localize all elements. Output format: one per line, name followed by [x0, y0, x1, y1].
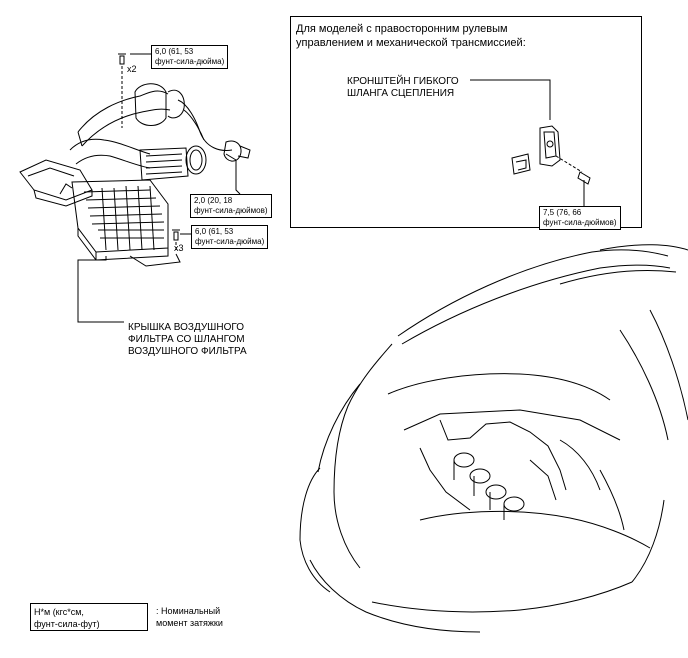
torque-label-4: 7,5 (76, 66 фунт-сила-дюймов) — [539, 206, 621, 230]
legend-unit-box: Н*м (кгс*см, фунт-сила-фут) — [30, 603, 148, 631]
inset-title-line1: Для моделей с правосторонним рулевым — [296, 23, 508, 35]
inset-bracket-art — [470, 79, 591, 206]
torque-label-3: 6,0 (61, 53 фунт-сила-дюйма) — [191, 225, 269, 249]
legend-desc-line1: : Номинальный — [156, 606, 221, 616]
legend-unit-line2: фунт-сила-фут) — [34, 619, 100, 629]
multiplier-x2: x2 — [127, 64, 137, 74]
bracket-callout-line1: КРОНШТЕЙН ГИБКОГО — [347, 76, 459, 87]
air-filter-callout-line1: КРЫШКА ВОЗДУШНОГО — [128, 322, 244, 333]
torque-1-line2: фунт-сила-дюйма) — [155, 57, 225, 66]
torque-3-line1: 6,0 (61, 53 — [195, 227, 234, 236]
inset-title: Для моделей с правосторонним рулевым упр… — [296, 22, 526, 50]
air-filter-callout-line3: ВОЗДУШНОГО ФИЛЬТРА — [128, 346, 247, 357]
torque-label-2: 2,0 (20, 18 фунт-сила-дюймов) — [190, 194, 272, 218]
torque-4-line1: 7,5 (76, 66 — [543, 208, 582, 217]
torque-2-line1: 2,0 (20, 18 — [194, 196, 233, 205]
torque-4-line2: фунт-сила-дюймов) — [543, 218, 617, 227]
bracket-callout: КРОНШТЕЙН ГИБКОГО ШЛАНГА СЦЕПЛЕНИЯ — [347, 76, 459, 100]
torque-1-line1: 6,0 (61, 53 — [155, 47, 194, 56]
torque-2-line2: фунт-сила-дюймов) — [194, 206, 268, 215]
air-filter-callout-line2: ФИЛЬТРА СО ШЛАНГОМ — [128, 334, 245, 345]
torque-label-1: 6,0 (61, 53 фунт-сила-дюйма) — [151, 45, 229, 69]
inset-frame — [290, 16, 642, 228]
legend-description: : Номинальный момент затяжки — [156, 605, 223, 629]
bracket-callout-line2: ШЛАНГА СЦЕПЛЕНИЯ — [347, 88, 455, 99]
car-front-art — [299, 244, 688, 633]
air-filter-cover-callout: КРЫШКА ВОЗДУШНОГО ФИЛЬТРА СО ШЛАНГОМ ВОЗ… — [128, 322, 247, 358]
legend-desc-line2: момент затяжки — [156, 618, 223, 628]
torque-3-line2: фунт-сила-дюйма) — [195, 237, 265, 246]
inset-title-line2: управлением и механической трансмиссией: — [296, 37, 526, 49]
leader-lines-left — [77, 53, 241, 323]
air-filter-assembly — [19, 53, 251, 267]
multiplier-x3: x3 — [174, 243, 184, 253]
legend-unit-line1: Н*м (кгс*см, — [34, 607, 84, 617]
